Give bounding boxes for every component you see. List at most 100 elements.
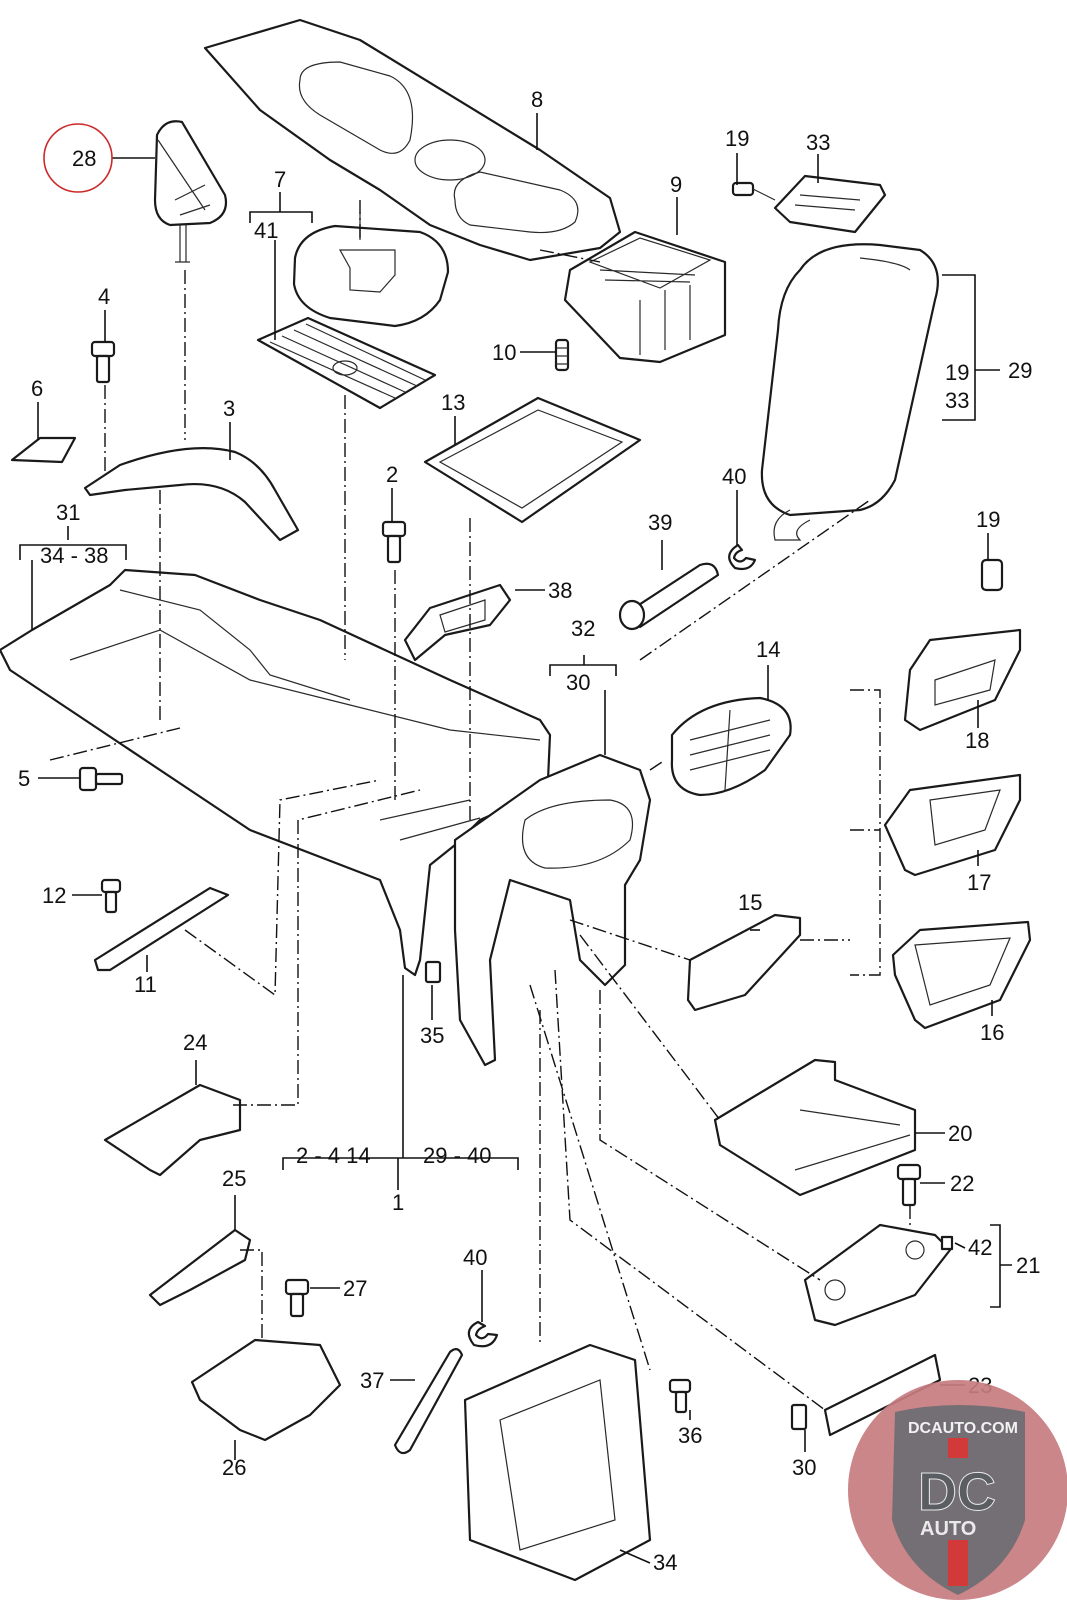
callout-34-38-range[interactable]: 34 - 38: [40, 543, 109, 568]
callout-36[interactable]: 36: [678, 1423, 702, 1448]
part-13-tray[interactable]: [423, 396, 642, 524]
callout-15[interactable]: 15: [738, 890, 762, 915]
callout-13[interactable]: 13: [441, 390, 465, 415]
part-29-armrest-lid[interactable]: [760, 243, 939, 541]
callout-31[interactable]: 31: [56, 500, 80, 525]
callout-32[interactable]: 32: [571, 616, 595, 641]
part-28[interactable]: [153, 120, 228, 263]
callout-1-left-range[interactable]: 2 - 4 14: [296, 1143, 371, 1168]
part-34-frame[interactable]: [463, 1343, 652, 1582]
callout-30-bottom[interactable]: 30: [792, 1455, 816, 1480]
callout-41[interactable]: 41: [254, 218, 278, 243]
callout-29[interactable]: 29: [1008, 358, 1032, 383]
callout-3[interactable]: 3: [223, 396, 235, 421]
callout-16[interactable]: 16: [980, 1020, 1004, 1045]
part-3-handle[interactable]: [83, 447, 300, 542]
callout-34[interactable]: 34: [653, 1550, 677, 1575]
part-23-strip[interactable]: [823, 1353, 942, 1437]
callout-18[interactable]: 18: [965, 728, 989, 753]
part-37-rod[interactable]: [393, 1348, 464, 1455]
callout-25[interactable]: 25: [222, 1166, 246, 1191]
part-4-bolt[interactable]: [90, 340, 116, 384]
callout-1-right-range[interactable]: 29 - 40: [423, 1143, 492, 1168]
callout-4[interactable]: 4: [98, 284, 110, 309]
callout-26[interactable]: 26: [222, 1455, 246, 1480]
part-9-storage-box[interactable]: [563, 230, 727, 364]
callout-20[interactable]: 20: [948, 1121, 972, 1146]
callout-39[interactable]: 39: [648, 510, 672, 535]
callout-38[interactable]: 38: [548, 578, 572, 603]
callout-33-group[interactable]: 33: [945, 388, 969, 413]
callout-30[interactable]: 30: [566, 670, 590, 695]
part-19-screw-top[interactable]: [731, 181, 776, 201]
callout-21[interactable]: 21: [1016, 1253, 1040, 1278]
part-27-bolt[interactable]: [284, 1278, 310, 1318]
logo-mark-text: DC: [918, 1462, 996, 1522]
part-40-clip[interactable]: [728, 543, 757, 571]
part-18[interactable]: [903, 628, 1022, 732]
callout-35[interactable]: 35: [420, 1023, 444, 1048]
part-25-bracket[interactable]: [148, 1228, 252, 1307]
callout-19-group[interactable]: 19: [945, 360, 969, 385]
part-17[interactable]: [883, 773, 1022, 877]
part-22-bolt[interactable]: [896, 1163, 922, 1207]
part-24-bracket[interactable]: [103, 1083, 242, 1177]
logo-sub-text: AUTO: [920, 1518, 976, 1540]
callout-17[interactable]: 17: [967, 870, 991, 895]
part-35-nut[interactable]: [424, 960, 442, 984]
callout-9[interactable]: 9: [670, 172, 682, 197]
part-40-clip-bottom[interactable]: [467, 1320, 499, 1348]
callout-11[interactable]: 11: [134, 972, 157, 997]
part-14-vent[interactable]: [670, 696, 792, 797]
part-11-rail[interactable]: [93, 886, 230, 972]
callout-8[interactable]: 8: [531, 87, 543, 112]
part-38-latch[interactable]: [403, 583, 512, 662]
part-7-shift-bezel[interactable]: [292, 212, 450, 328]
callout-33[interactable]: 33: [806, 130, 830, 155]
callout-labels: 28 8 19 33 9 7 41 4 10 19 33 29 6 3 13 4…: [18, 87, 1040, 1575]
callout-40[interactable]: 40: [722, 464, 746, 489]
part-8-top-trim-panel[interactable]: [203, 18, 622, 262]
callout-42[interactable]: 42: [968, 1235, 992, 1260]
part-21[interactable]: [803, 1223, 952, 1327]
part-16[interactable]: [891, 920, 1032, 1030]
callout-27[interactable]: 27: [343, 1276, 367, 1301]
part-12-screw[interactable]: [100, 878, 122, 914]
callout-22[interactable]: 22: [950, 1171, 974, 1196]
leader-lines: [19, 113, 1012, 1564]
callout-2[interactable]: 2: [386, 462, 398, 487]
callout-10[interactable]: 10: [492, 340, 516, 365]
callout-7[interactable]: 7: [274, 167, 286, 192]
logo-shield: [892, 1405, 1025, 1595]
part-6-bracket[interactable]: [10, 436, 77, 464]
part-41-grille[interactable]: [256, 316, 437, 410]
part-15-cover[interactable]: [686, 913, 802, 1012]
callout-14[interactable]: 14: [756, 637, 780, 662]
part-30-clip-bottom[interactable]: [790, 1403, 808, 1431]
callout-19[interactable]: 19: [725, 126, 749, 151]
part-26-mount[interactable]: [190, 1338, 342, 1442]
part-33-clip[interactable]: [773, 174, 887, 234]
callout-37[interactable]: 37: [360, 1368, 384, 1393]
part-39-pin[interactable]: [618, 562, 720, 631]
callout-5[interactable]: 5: [18, 766, 30, 791]
part-42-clip[interactable]: [940, 1235, 954, 1251]
callout-12[interactable]: 12: [42, 883, 66, 908]
callout-28[interactable]: 28: [72, 146, 96, 171]
part-19-screw-right[interactable]: [980, 558, 1004, 592]
callout-19-right[interactable]: 19: [976, 507, 1000, 532]
part-2-bolt[interactable]: [381, 520, 407, 564]
part-36-screw[interactable]: [668, 1378, 692, 1414]
dcauto-watermark-logo: DCAUTO.COM DC AUTO: [848, 1380, 1067, 1600]
logo-site-text: DCAUTO.COM: [908, 1420, 1018, 1437]
callout-1[interactable]: 1: [392, 1190, 404, 1215]
callout-6[interactable]: 6: [31, 376, 43, 401]
part-20[interactable]: [713, 1058, 917, 1197]
callout-24[interactable]: 24: [183, 1030, 207, 1055]
part-10-screw[interactable]: [554, 338, 570, 372]
part-30-front-trim[interactable]: [453, 753, 652, 1067]
highlight-circle: [43, 123, 113, 193]
part-5-bolt[interactable]: [78, 766, 124, 792]
callout-40-bottom[interactable]: 40: [463, 1245, 487, 1270]
